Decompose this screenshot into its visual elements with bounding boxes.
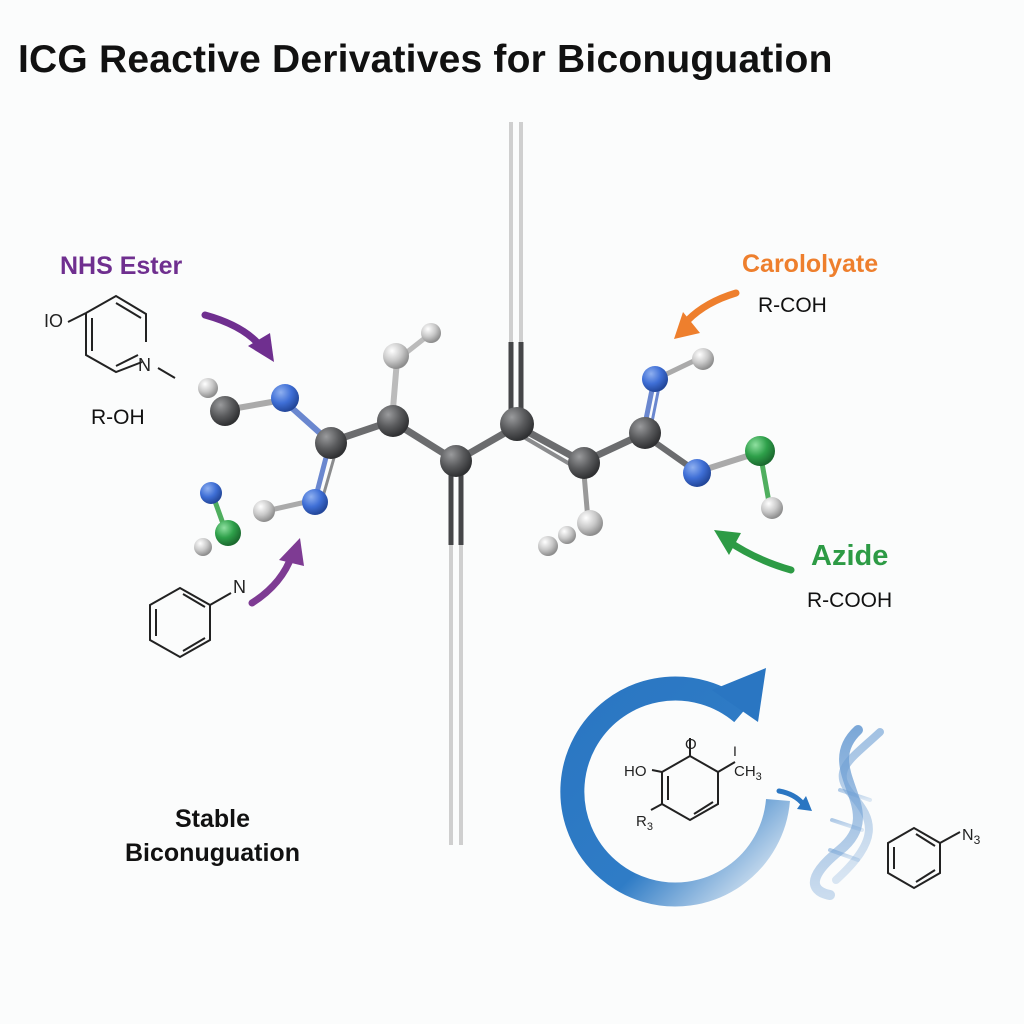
atom-hydrogen <box>194 538 212 556</box>
arrow-carololyate-icon <box>674 289 740 339</box>
atom-carbon <box>500 407 534 441</box>
aniline-n-label: N <box>233 577 246 597</box>
atom-hydrogen <box>761 497 783 519</box>
atom-carbon <box>629 417 661 449</box>
atom-hydrogen <box>538 536 558 556</box>
atom-nitrogen <box>683 459 711 487</box>
arrow-nhs-top-icon <box>201 311 274 362</box>
pyridine-structure <box>67 294 176 379</box>
vertical-rod-top <box>508 122 524 425</box>
phenyl-azide-structure <box>887 826 961 890</box>
catechol-o-label: O <box>685 736 697 753</box>
atom-hydrogen <box>383 343 409 369</box>
arrow-azide-icon <box>714 530 795 574</box>
carololyate-formula: R-COH <box>758 294 827 317</box>
atom-hydrogen <box>558 526 576 544</box>
atom-carbon <box>377 405 409 437</box>
small-arrow-icon <box>776 788 812 811</box>
catechol-i-label: I <box>733 743 737 759</box>
atom-green <box>215 520 241 546</box>
atom-hydrogen <box>421 323 441 343</box>
nhs-ester-formula: R-OH <box>91 406 145 429</box>
stable-bioconjugation-label: Stable Biconuguation <box>100 802 325 870</box>
atom-nitrogen <box>302 489 328 515</box>
catechol-structure <box>650 738 736 822</box>
molecule-bonds <box>209 331 773 535</box>
arrow-nhs-bottom-icon <box>248 538 304 607</box>
carololyate-label: Carololyate <box>742 250 879 278</box>
atom-carbon <box>210 396 240 426</box>
page-title: ICG Reactive Derivatives for Biconuguati… <box>18 38 833 81</box>
catechol-ho-label: HO <box>624 763 647 780</box>
azide-label: Azide <box>811 540 889 572</box>
atom-hydrogen <box>198 378 218 398</box>
pyridine-o-label: IO <box>44 311 63 331</box>
atom-nitrogen <box>200 482 222 504</box>
atom-nitrogen <box>271 384 299 412</box>
aniline-structure <box>149 586 232 659</box>
dna-helix-icon <box>809 725 884 900</box>
cycle-arrow-icon <box>560 668 790 907</box>
atom-carbon <box>568 447 600 479</box>
catechol-r3-label: R3 <box>636 813 653 833</box>
molecule-atoms <box>194 323 783 556</box>
atom-nitrogen <box>642 366 668 392</box>
atom-hydrogen <box>253 500 275 522</box>
atom-hydrogen <box>692 348 714 370</box>
vertical-rod-bottom <box>448 470 464 845</box>
stable-line-2: Biconuguation <box>125 839 300 867</box>
atom-carbon <box>315 427 347 459</box>
stable-line-1: Stable <box>174 805 251 833</box>
nhs-ester-label: NHS Ester <box>60 252 183 280</box>
phenyl-azide-n3-label: N3 <box>962 827 981 847</box>
atom-green <box>745 436 775 466</box>
pyridine-n-label: N <box>138 355 151 375</box>
atom-carbon <box>440 445 472 477</box>
azide-formula: R-COOH <box>807 589 893 612</box>
catechol-ch3-label: CH3 <box>734 763 762 783</box>
atom-hydrogen <box>577 510 603 536</box>
